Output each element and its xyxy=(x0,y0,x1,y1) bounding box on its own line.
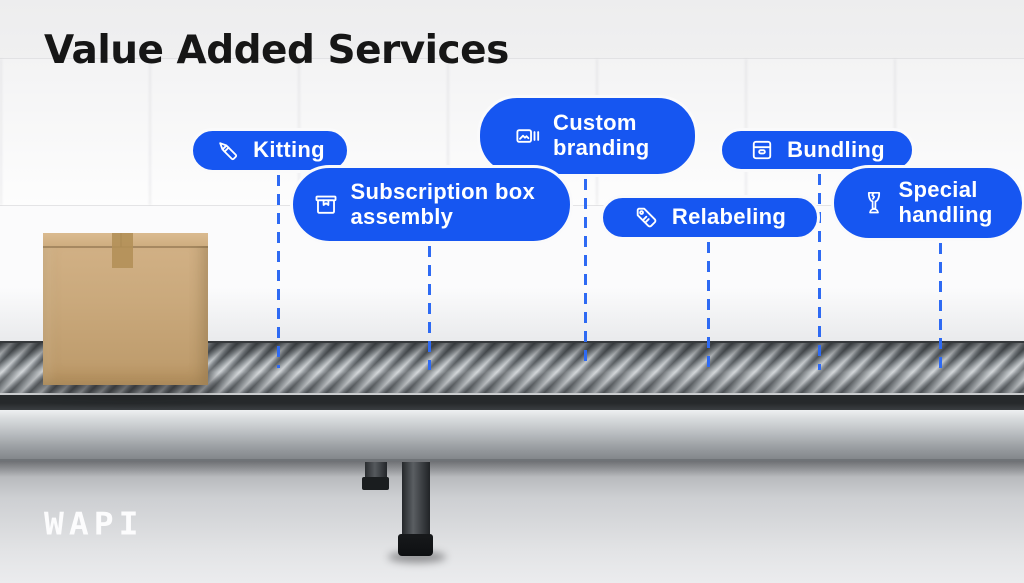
floor xyxy=(0,461,1024,583)
conveyor-leg-front-foot xyxy=(398,534,433,556)
service-pill-relabeling: Relabeling xyxy=(600,195,820,240)
leader-line-custom-branding xyxy=(584,179,587,369)
price-tag-icon xyxy=(634,205,660,231)
cardboard-box xyxy=(43,233,208,385)
package-ribbon-icon xyxy=(313,192,339,218)
leader-line-special-handling xyxy=(939,243,942,370)
leader-line-bundling xyxy=(818,174,821,370)
conveyor-leg-back-foot xyxy=(362,477,389,490)
conveyor-frame xyxy=(0,410,1024,461)
conveyor-rail xyxy=(0,393,1024,410)
branding-image-icon xyxy=(515,123,541,149)
service-pill-custom-branding: Custom branding xyxy=(477,95,698,177)
conveyor-floor-shadow xyxy=(0,461,1024,477)
box-tape xyxy=(112,233,133,268)
service-pill-special-handling: Special handling xyxy=(831,165,1024,241)
service-label: Kitting xyxy=(253,137,325,163)
leader-line-relabeling xyxy=(707,242,710,370)
archive-box-icon xyxy=(749,137,775,163)
service-label: Special handling xyxy=(898,177,993,227)
fragile-glass-icon xyxy=(861,190,887,216)
leader-line-subscription xyxy=(428,246,431,370)
service-pill-subscription-box-assembly: Subscription box assembly xyxy=(290,165,573,244)
service-label: Custom branding xyxy=(553,110,650,160)
box-cutter-icon xyxy=(215,138,241,164)
service-label: Subscription box assembly xyxy=(350,178,535,229)
wapi-logo: WAPI xyxy=(44,504,144,543)
service-label: Relabeling xyxy=(671,204,787,230)
service-pill-bundling: Bundling xyxy=(719,128,915,172)
page-title: Value Added Services xyxy=(44,28,509,73)
service-label: Bundling xyxy=(787,136,885,162)
service-pill-kitting: Kitting xyxy=(190,128,350,173)
leader-line-kitting xyxy=(277,175,280,368)
conveyor-leg-front xyxy=(402,462,430,544)
